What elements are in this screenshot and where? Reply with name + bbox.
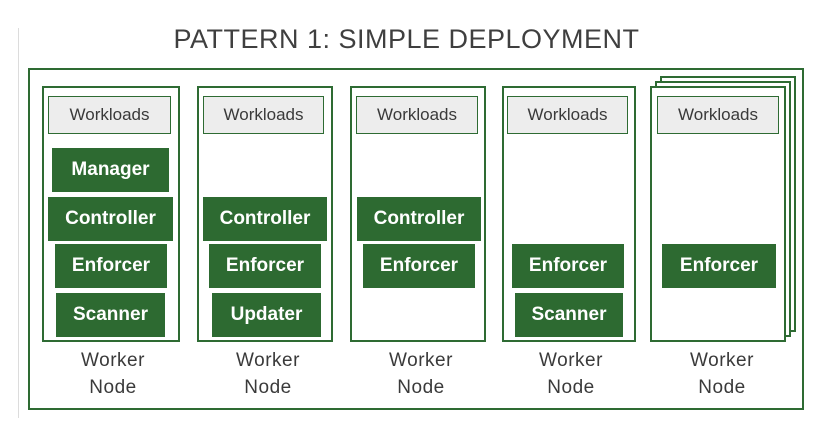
node-2-controller: Controller [203, 197, 327, 241]
node-1-manager: Manager [52, 148, 169, 192]
node-3-enforcer: Enforcer [363, 244, 475, 288]
node-2-workloads: Workloads [203, 96, 324, 134]
node-4-enforcer: Enforcer [512, 244, 624, 288]
node-1-scanner: Scanner [56, 293, 165, 337]
node-2-enforcer: Enforcer [209, 244, 321, 288]
node-1-workloads: Workloads [48, 96, 171, 134]
node-2-updater: Updater [212, 293, 321, 337]
node-1-enforcer: Enforcer [55, 244, 167, 288]
diagram-title: PATTERN 1: SIMPLE DEPLOYMENT [173, 24, 640, 54]
cluster-boundary [28, 68, 804, 410]
node-4-workloads: Workloads [507, 96, 628, 134]
node-3-workloads: Workloads [356, 96, 478, 134]
node-3-controller: Controller [357, 197, 481, 241]
node-4-scanner: Scanner [515, 293, 623, 337]
left-rule [18, 28, 19, 418]
node-1-controller: Controller [48, 197, 173, 241]
node-5-workloads: Workloads [657, 96, 779, 134]
node-5-enforcer: Enforcer [662, 244, 776, 288]
